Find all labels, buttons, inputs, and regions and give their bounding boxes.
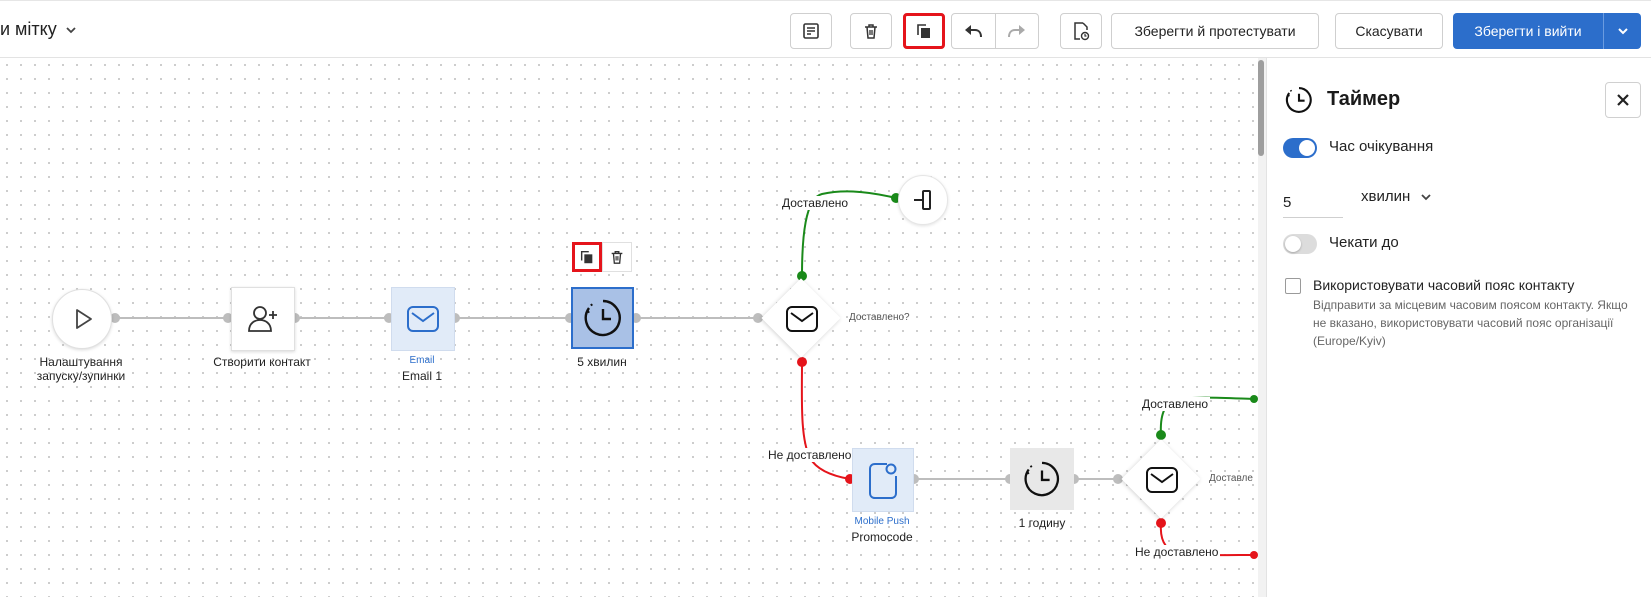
toggle-knob [1299,140,1315,156]
trash-icon [865,24,877,39]
create-contact-node[interactable] [231,287,295,351]
wait-unit-value: хвилин [1361,188,1411,205]
push-node-type: Mobile Push [854,516,910,527]
email-node-type: Email [409,355,435,366]
panel-title: Таймер [1327,88,1401,110]
timer-icon [584,299,621,337]
scrollbar-thumb[interactable] [1258,60,1264,156]
play-icon [76,309,92,329]
canvas-scrollbar[interactable] [1258,58,1266,597]
cancel-label: Скасувати [1355,23,1423,39]
save-and-exit-label: Зберегти і вийти [1474,23,1582,39]
node-copy-button[interactable] [572,242,602,272]
timer-settings-panel: Таймер Час очікування 5 хвилин Чекати до… [1266,58,1651,597]
copy-icon [580,250,593,264]
history-button[interactable] [1060,13,1102,49]
delete-button[interactable] [850,13,892,49]
start-label-line1: Налаштування [39,355,123,369]
delivered-label: Доставлено [780,196,851,210]
not-delivered-port-2[interactable] [1156,518,1166,528]
exit-node[interactable] [898,175,948,225]
delivered-connector [801,190,897,277]
email-icon [786,306,818,332]
cancel-button[interactable]: Скасувати [1335,13,1443,49]
campaign-title[interactable]: и мітку [0,19,77,40]
create-contact-label: Створити контакт [213,355,311,369]
start-label-line2: запуску/зупинки [36,369,126,383]
use-contact-timezone-label: Використовувати часовий пояс контакту [1313,277,1575,293]
not-delivered-label: Не доставлено [766,448,854,462]
email-node[interactable] [391,287,455,351]
start-node-label: Налаштування запуску/зупинки [30,355,132,383]
delivery-check-label: Доставлено? [849,312,910,323]
save-options-dropdown[interactable] [1604,25,1641,37]
undo-icon [965,25,983,38]
close-panel-button[interactable] [1605,82,1641,118]
push-node-name: Promocode [851,530,913,544]
timer-node-2-label: 1 годину [1018,516,1066,530]
not-delivered-label-2: Не доставлено [1133,545,1221,559]
toggle-knob [1285,236,1301,252]
wait-unit-select[interactable]: хвилин [1361,188,1432,205]
save-and-exit-button[interactable]: Зберегти і вийти [1453,13,1641,49]
split-divider [1603,13,1604,49]
undo-button[interactable] [952,14,996,48]
save-and-test-button[interactable]: Зберегти й протестувати [1111,13,1319,49]
timer-node-selected[interactable] [571,287,634,349]
note-button[interactable] [790,13,832,49]
wait-until-toggle[interactable] [1283,234,1317,254]
workflow-canvas[interactable]: Налаштування запуску/зупинки Створити ко… [0,58,1258,597]
delivered-label-2: Доставлено [1140,397,1211,411]
delivery-check-label-2: Доставле [1209,473,1253,484]
start-node[interactable] [52,289,112,349]
edge-port[interactable] [1250,551,1258,559]
timer-node-label: 5 хвилин [577,355,627,369]
redo-button[interactable] [996,14,1039,48]
port[interactable] [1113,474,1123,484]
port[interactable] [223,313,233,323]
node-delete-button[interactable] [602,242,632,272]
chevron-down-icon [66,26,76,33]
timer-icon [1285,87,1312,113]
add-user-icon [248,306,277,332]
document-history-icon [1074,22,1090,41]
mobile-push-icon [869,463,897,499]
wait-until-label: Чекати до [1329,234,1399,251]
campaign-title-text: и мітку [0,19,57,39]
email-icon [407,306,439,332]
copy-icon [917,24,930,38]
chevron-down-icon [1617,28,1628,35]
trash-icon [611,251,623,264]
close-icon [1617,94,1629,106]
wait-time-toggle[interactable] [1283,138,1317,158]
edge-port[interactable] [1250,395,1258,403]
undo-redo-group [951,13,1039,49]
top-toolbar: и мітку Зберегти й протестувати Скасуват… [0,0,1651,58]
save-and-test-label: Зберегти й протестувати [1134,23,1296,39]
timer-node-2[interactable] [1010,448,1074,510]
wait-time-label: Час очікування [1329,138,1434,155]
wait-amount-input[interactable]: 5 [1283,194,1343,218]
use-contact-timezone-description: Відправити за місцевим часовим поясом ко… [1313,298,1628,348]
mobile-push-node[interactable] [852,448,914,512]
port[interactable] [110,313,120,323]
exit-icon [914,190,931,210]
email-node-name: Email 1 [401,369,442,383]
not-delivered-port[interactable] [797,357,807,367]
timer-icon [1024,461,1059,497]
delivered-port-2[interactable] [1156,430,1166,440]
copy-button[interactable] [903,13,945,49]
port[interactable] [753,313,763,323]
email-icon [1146,467,1178,493]
chevron-down-icon [1421,193,1431,200]
redo-icon [1007,25,1025,38]
note-icon [803,23,819,39]
use-contact-timezone-checkbox[interactable] [1285,278,1301,294]
